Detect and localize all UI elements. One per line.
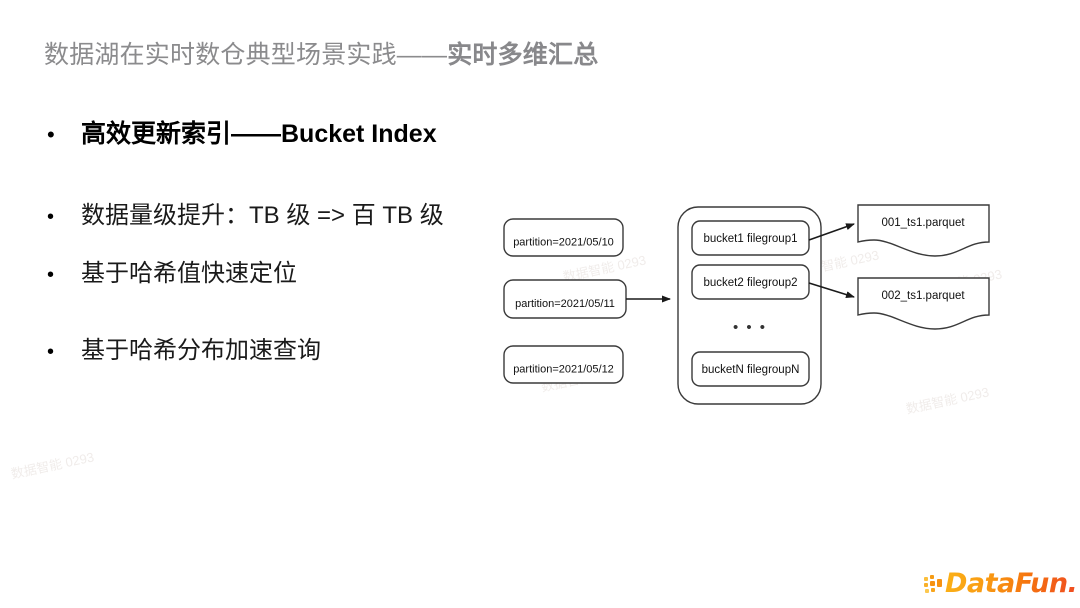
arrow-bucket2-to-file2 [808,282,855,298]
partition-box-2: partition=2021/05/11 [503,279,627,319]
bullet-3-label: 基于哈希分布加速查询 [81,337,321,364]
bullet-item-3: 基于哈希分布加速查询 [47,335,321,367]
bullet-dot-icon [47,207,67,227]
bullet-2-label: 基于哈希值快速定位 [81,260,297,287]
bullet-dot-icon [47,342,67,362]
bucket-box-1: bucket1 filegroup1 [691,220,810,256]
bullet-1-label: 数据量级提升：TB 级 => 百 TB 级 [81,202,444,229]
page-title: 数据湖在实时数仓典型场景实践——实时多维汇总 [44,38,598,72]
bucket-ellipsis: • • • [733,319,767,336]
partition-box-1: partition=2021/05/10 [503,218,624,257]
datafun-dots-icon [924,575,944,593]
partition-box-1-label: partition=2021/05/10 [513,236,614,248]
bucket-box-2: bucket2 filegroup2 [691,264,810,300]
bullet-item-2: 基于哈希值快速定位 [47,258,297,290]
parquet-file-1-label: 001_ts1.parquet [881,217,965,229]
partition-box-3-label: partition=2021/05/12 [513,363,614,375]
bucket-box-1-label: bucket1 filegroup1 [704,233,798,245]
parquet-file-2: 002_ts1.parquet [857,277,990,330]
partition-box-3: partition=2021/05/12 [503,345,624,384]
parquet-file-1: 001_ts1.parquet [857,204,990,257]
bucket-index-diagram: partition=2021/05/10 partition=2021/05/1… [480,180,1040,430]
watermark-text: 数据智能 0293 [9,449,96,482]
arrow-bucket1-to-file1 [808,223,855,241]
partition-box-2-label: partition=2021/05/11 [515,298,615,310]
bucket-box-n-label: bucketN filegroupN [702,364,800,376]
page-title-emphasis: 实时多维汇总 [447,41,599,69]
bullet-item-1: 数据量级提升：TB 级 => 百 TB 级 [47,200,444,232]
bullet-dot-icon [47,265,67,285]
datafun-logo-text: DataFun. [945,568,1078,599]
bullet-item-main: 高效更新索引——Bucket Index [47,118,437,150]
bullet-dot-icon [47,124,67,146]
page-title-plain: 数据湖在实时数仓典型场景实践—— [44,41,448,69]
parquet-file-2-label: 002_ts1.parquet [881,290,965,302]
bucket-box-2-label: bucket2 filegroup2 [704,277,798,289]
datafun-logo: DataFun. [924,566,1078,602]
bucket-box-n: bucketN filegroupN [691,351,810,387]
bullet-main-label: 高效更新索引——Bucket Index [81,120,437,148]
